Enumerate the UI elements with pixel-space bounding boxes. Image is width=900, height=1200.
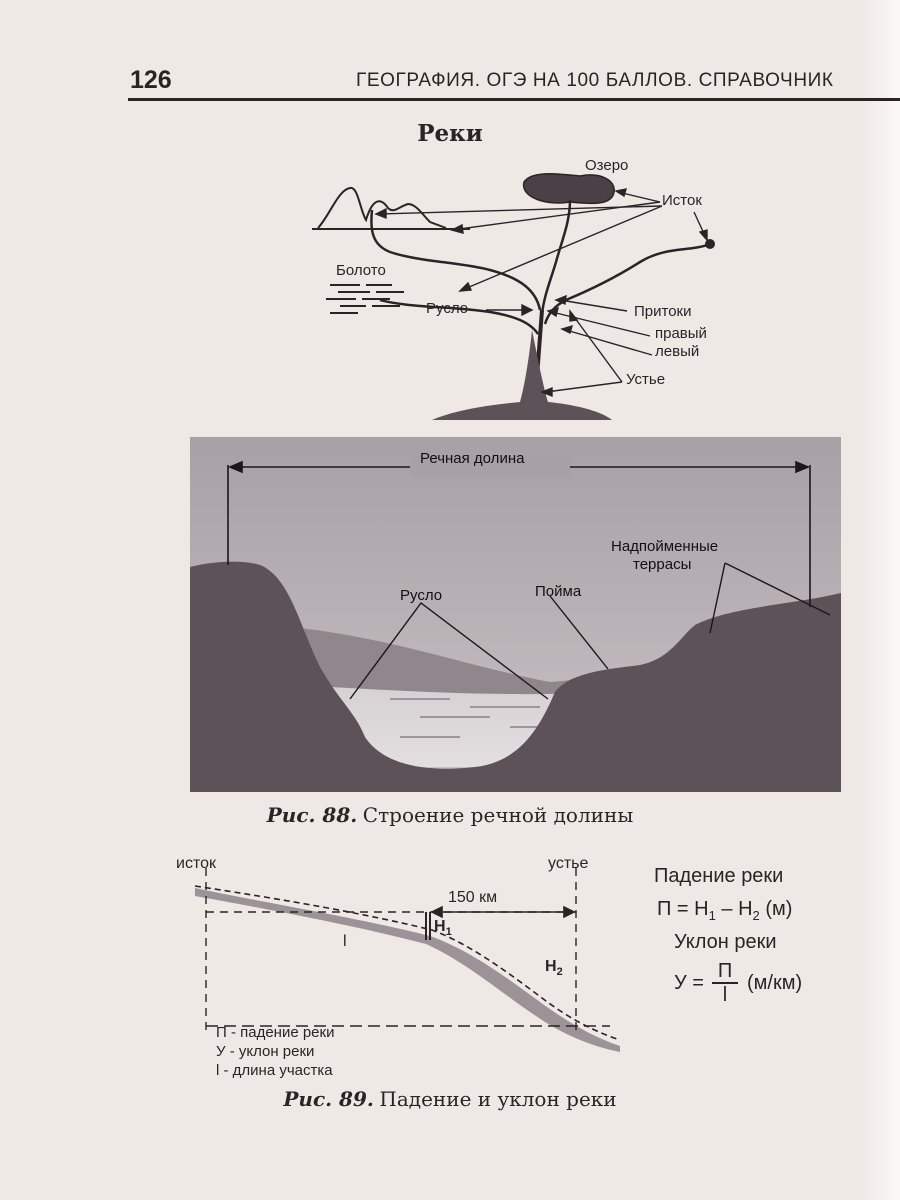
fraction-numerator: П: [712, 960, 738, 984]
page-edge: [860, 0, 900, 1200]
fraction-denominator: l: [722, 984, 728, 1006]
label-floodplain: Пойма: [535, 583, 582, 600]
label-terraces-line2: террасы: [633, 556, 692, 573]
formula-slope-lhs: У =: [674, 972, 704, 994]
label-mouth: Устье: [626, 371, 666, 388]
formula-fall: П = H1 – H2 (м): [657, 898, 793, 923]
label-right-tributary: правый: [655, 325, 707, 342]
river-valley-illustration: [190, 437, 841, 792]
legend-fall: П - падение реки: [216, 1024, 335, 1041]
label-valley-channel: Русло: [400, 587, 443, 604]
label-lake: Озеро: [585, 157, 629, 174]
label-tributaries: Притоки: [634, 303, 692, 320]
swamp: [326, 284, 404, 314]
pointer-arrows: [374, 188, 708, 398]
water-surface: [194, 885, 621, 1041]
figure-88-text: Строение речной долины: [362, 803, 634, 827]
page-header: 126 ГЕОГРАФИЯ. ОГЭ НА 100 БАЛЛОВ. СПРАВО…: [128, 62, 900, 101]
formula-slope-fraction: П l: [712, 960, 738, 1006]
water-ripples: [390, 698, 580, 738]
page-number: 126: [130, 66, 172, 94]
label-channel: Русло: [426, 300, 469, 317]
figure-88-number: Рис. 88.: [266, 803, 358, 827]
lake: [523, 173, 615, 205]
mountains: [317, 187, 447, 229]
label-h2: H2: [545, 958, 563, 979]
label-terraces-line1: Надпойменные: [611, 538, 719, 555]
label-length: l: [343, 933, 347, 950]
label-source: Исток: [662, 192, 702, 209]
label-distance: 150 км: [448, 889, 498, 906]
riverbed-profile: [195, 888, 620, 1052]
legend-slope: У - уклон реки: [216, 1043, 315, 1060]
river-fall-slope-diagram: [194, 868, 621, 1052]
formula-slope-unit: (м/км): [747, 972, 803, 994]
running-title: ГЕОГРАФИЯ. ОГЭ НА 100 БАЛЛОВ. СПРАВОЧНИК: [356, 70, 834, 91]
label-h1: H1: [434, 918, 452, 939]
river-mouth-delta: [432, 330, 612, 420]
figure-88-caption: Рис. 88. Строение речной долины: [0, 803, 900, 828]
label-slope-mouth: устье: [548, 855, 589, 872]
label-slope-source: исток: [176, 855, 216, 872]
legend-length: l - длина участка: [216, 1062, 333, 1079]
pointer-lines: [349, 562, 831, 700]
formula-slope-title: Уклон реки: [674, 931, 777, 953]
figure-89-text: Падение и уклон реки: [379, 1087, 617, 1111]
label-river-valley: Речная долина: [420, 450, 525, 467]
label-left-tributary: левый: [655, 343, 700, 360]
figure-89-caption: Рис. 89. Падение и уклон реки: [0, 1087, 900, 1112]
label-swamp: Болото: [336, 262, 386, 279]
measurement-lines: [205, 868, 610, 1032]
formula-fall-title: Падение реки: [654, 865, 784, 887]
figure-89-number: Рис. 89.: [283, 1087, 374, 1111]
river-system-diagram: [312, 173, 715, 420]
distance-arrow: [430, 905, 576, 919]
section-title: Реки: [417, 120, 483, 147]
valley-slopes: [190, 561, 841, 792]
